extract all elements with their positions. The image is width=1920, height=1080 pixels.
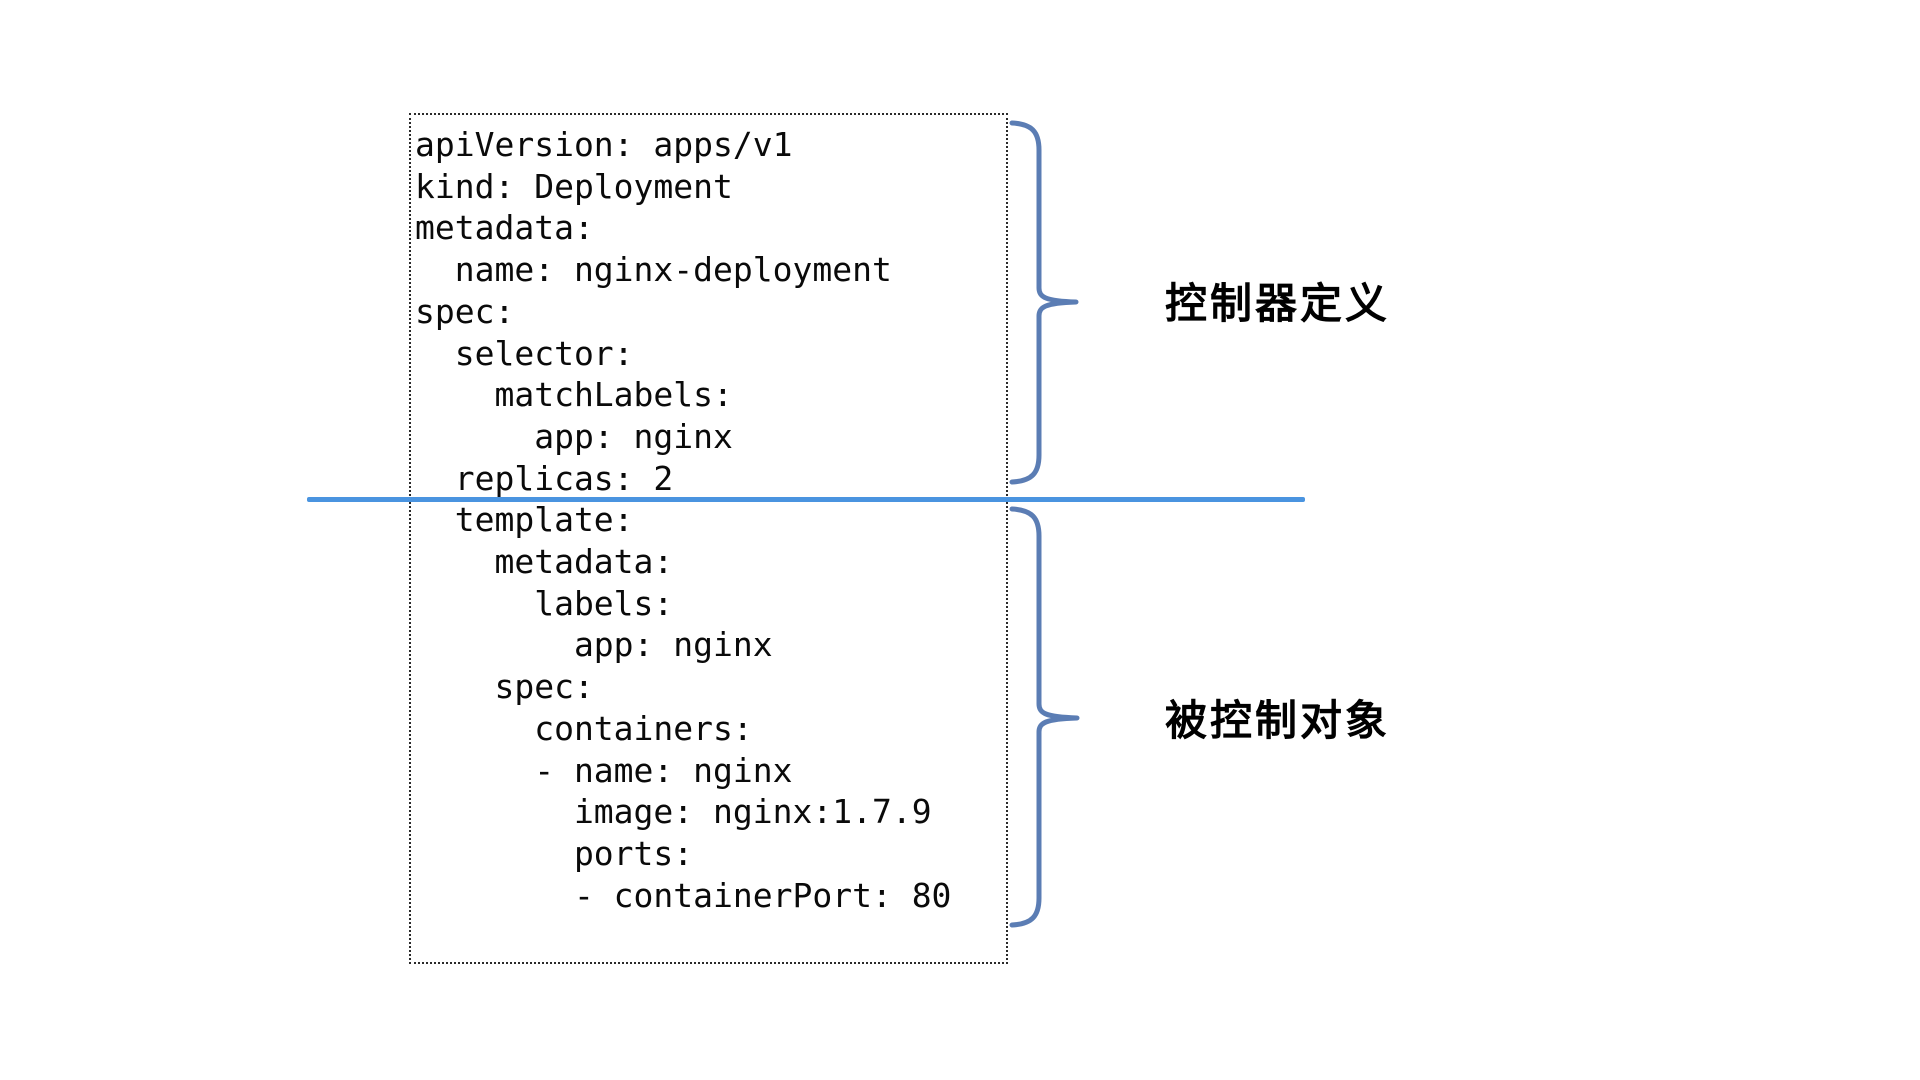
controlled-object-label: 被控制对象 [1165,697,1391,744]
controller-definition-label: 控制器定义 [1165,280,1391,327]
section-divider-line [307,497,1305,502]
yaml-code: apiVersion: apps/v1 kind: Deployment met… [415,125,952,915]
controller-curly-brace-icon [1009,120,1079,485]
yaml-code-box [409,113,1008,964]
controlled-curly-brace-icon [1009,506,1080,928]
